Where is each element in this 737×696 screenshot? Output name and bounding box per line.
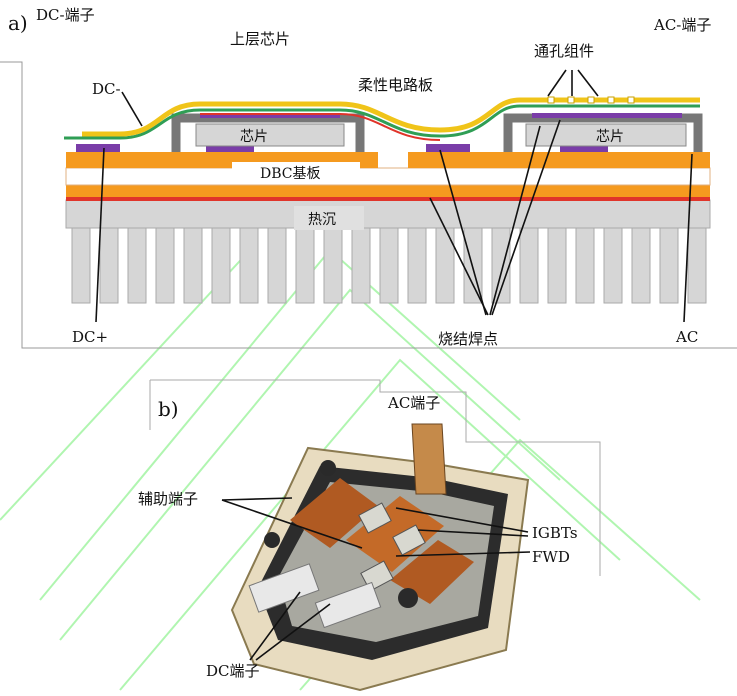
ac-terminal-b-label: AC端子 [387,394,440,412]
sinter-arrow-3 [489,125,541,316]
left-upper-solder [200,113,340,118]
igbts-label: IGBTs [532,524,578,542]
fwd-label: FWD [532,548,570,566]
sinter-joint-dc-plus [76,144,120,152]
sinter-arrow-1 [439,149,487,316]
dc-plus-arrow [95,147,105,323]
left-chip [195,123,345,147]
copper-trace-b [346,496,444,572]
igbt-arrow-2 [417,529,529,537]
aux-arrow-1 [221,497,293,501]
copper-trace-c [390,540,474,604]
sinter-arrow-2 [429,197,489,316]
flex-pcb-red [200,113,441,141]
panel-b: b) AC端子 辅助端子 IGBTs FWD DC端子 [138,379,601,692]
panel-b-frame [149,379,601,576]
dc-minus-arrow [121,91,143,127]
igbt-chip-1 [358,502,392,534]
chip-right-label: 芯片 [596,129,624,145]
bottom-red-layer [66,196,710,201]
leader-lines [95,69,693,323]
dbc-substrate-label: DBC基板 [260,165,320,182]
ac-arrow [683,153,693,323]
mount-post-2 [398,588,418,608]
dc-arrow-2 [255,603,331,661]
heatsink-label-box [294,206,364,230]
ac-label: AC [675,328,698,346]
dc-terminal-tab-2 [314,581,382,629]
fwd-arrow [395,551,531,557]
via-arrow-1 [547,69,567,97]
flex-pcb-yellow [82,97,700,137]
flex-pcb-green [64,104,700,140]
panel-a-frame [0,61,737,349]
dc-plus-label: DC+ [72,328,108,346]
mount-post-1 [264,532,280,548]
heatsink-label: 热沉 [308,212,336,228]
chip-left-label: 芯片 [240,129,268,145]
panel-b-leader-lines [221,497,531,661]
sinter-joints-label: 烧结焊点 [438,330,498,348]
dbc-label-box [232,162,360,184]
sinter-joint-chip-left [206,144,254,152]
heatsink-base [65,199,711,229]
dc-terminal-label: DC-端子 [36,6,95,24]
upper-chip-label: 上层芯片 [230,30,290,48]
panel-b-tag: b) [158,397,179,421]
sinter-joint-chip-right [560,144,608,152]
via-dots [547,96,635,104]
via-arrow-3 [577,69,599,97]
bottom-copper-layer [66,184,710,197]
right-chip [525,123,687,147]
ac-terminal-label: AC-端子 [653,16,711,34]
sinter-joint-mid [426,144,470,152]
dc-arrow-1 [249,591,301,661]
igbt-arrow-1 [395,507,529,533]
dc-minus-label: DC- [92,80,121,98]
mount-post-3 [320,460,336,476]
sinter-arrow-4 [491,119,561,316]
heatsink-fins [71,224,707,304]
via-assembly-label: 通孔组件 [534,42,594,60]
panel-a: a) DC-端子 AC-端子 上层芯片 通孔组件 柔性电路板 DC- 芯片 芯片… [0,6,737,349]
ceramic-layer [65,167,711,186]
flex-pcb-label: 柔性电路板 [358,76,433,94]
dc-terminal-tab-1 [248,563,320,613]
dc-terminal-b-label: DC端子 [206,662,260,680]
aux-arrow-2 [221,499,363,549]
igbt-chip-2 [392,524,426,556]
panel-a-tag: a) [8,11,28,35]
right-upper-solder [532,113,682,118]
top-copper-right [408,152,710,168]
aux-terminal-label: 辅助端子 [138,490,198,508]
ac-terminal-tab [411,423,447,495]
